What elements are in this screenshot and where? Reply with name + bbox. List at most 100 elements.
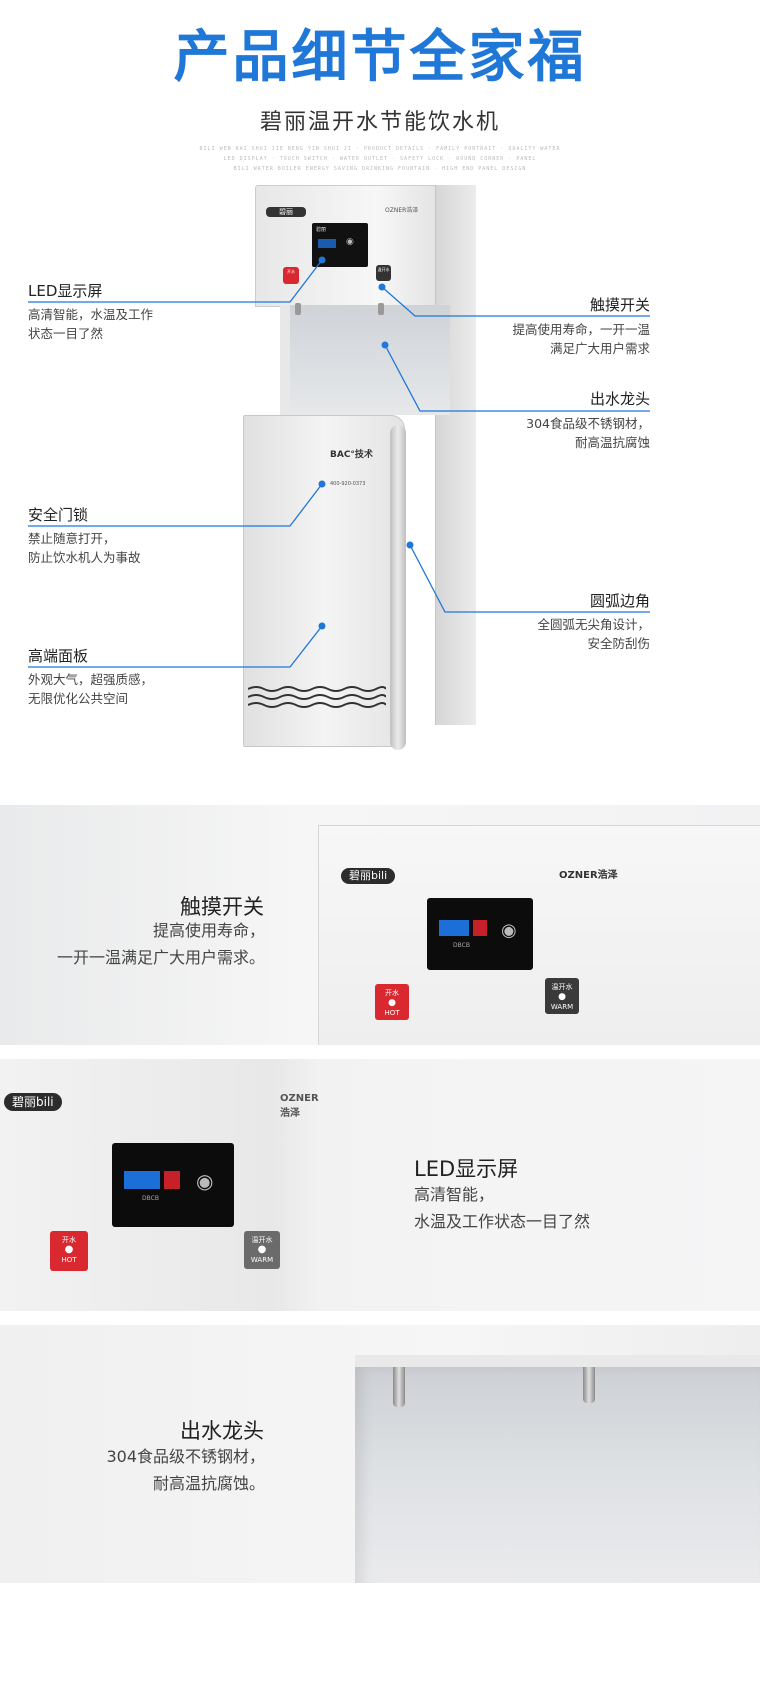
detail-outlet-desc: 304食品级不锈钢材， 耐高温抗腐蚀。	[40, 1443, 265, 1497]
display-code: DBCB	[453, 942, 470, 949]
fine-print-line: BILI WATER BOILER ENERGY SAVING DRINKING…	[233, 166, 527, 172]
page-subtitle: 碧丽温开水节能饮水机	[259, 110, 500, 135]
detail-led-desc: 高清智能， 水温及工作状态一目了然	[414, 1181, 590, 1235]
callout-corner-desc: 全圆弧无尖角设计， 安全防刮伤	[450, 615, 650, 653]
callout-corner-desc-line: 全圆弧无尖角设计，	[537, 617, 650, 632]
water-alcove	[280, 305, 450, 415]
callout-lock-desc-line: 禁止随意打开，	[28, 531, 116, 546]
warm-label: 温开水	[377, 267, 390, 272]
closeup-ozner: OZNER浩泽	[280, 1093, 319, 1119]
detail-touch-desc: 提高使用寿命， 一开一温满足广大用户需求。	[40, 917, 265, 971]
callout-led-desc-line: 高清智能，水温及工作	[28, 307, 154, 322]
drop-icon: ●	[388, 998, 396, 1008]
hot-water-button[interactable]: 开水 ● HOT	[375, 984, 409, 1020]
callout-outlet-desc-line: 304食品级不锈钢材，	[526, 416, 650, 431]
callout-outlet-desc: 304食品级不锈钢材， 耐高温抗腐蚀	[450, 414, 650, 452]
warm-label: 温开水	[251, 1236, 273, 1244]
callout-panel-desc: 外观大气，超强质感， 无限优化公共空间	[28, 670, 153, 708]
display-digits	[439, 920, 469, 936]
drop-icon: ●	[64, 1244, 74, 1255]
callout-lock-desc-line: 防止饮水机人为事故	[28, 550, 141, 565]
panel-divider	[0, 1045, 760, 1059]
faucet-left	[393, 1367, 405, 1407]
display-code: DBCB	[142, 1195, 159, 1202]
callout-outlet-title: 出水龙头	[589, 390, 650, 408]
nfc-icon: ◉	[501, 920, 517, 941]
warm-en: WARM	[550, 1003, 574, 1011]
detail-outlet-desc-line: 耐高温抗腐蚀。	[152, 1474, 265, 1493]
side-panel	[435, 185, 476, 725]
detail-led-desc-line: 高清智能，	[414, 1185, 495, 1204]
callout-touch-desc-line: 满足广大用户需求	[549, 341, 650, 356]
detail-outlet-title: 出水龙头	[180, 1419, 264, 1443]
callout-corner-desc-line: 安全防刮伤	[587, 636, 650, 651]
bac-label: BAC°技术	[330, 450, 373, 460]
hot-label: 开水	[287, 269, 295, 274]
callout-led-desc: 高清智能，水温及工作 状态一目了然	[28, 305, 153, 343]
faucet-right	[378, 303, 384, 315]
fine-print-line: LED DISPLAY · TOUCH SWITCH · WATER OUTLE…	[223, 156, 537, 162]
hot-en: HOT	[61, 1256, 77, 1264]
water-dispenser-illustration: 碧丽 OZNER浩泽 碧丽 ◉ 开水 温开水 BAC°技术 400-920-03…	[240, 185, 480, 755]
callout-panel-desc-line: 无限优化公共空间	[28, 691, 129, 706]
callout-touch-desc: 提高使用寿命，一开一温 满足广大用户需求	[450, 320, 650, 358]
display-temp	[473, 920, 487, 936]
callout-touch-title: 触摸开关	[589, 296, 650, 314]
drop-icon: ●	[257, 1244, 267, 1255]
callout-touch-desc-line: 提高使用寿命，一开一温	[512, 322, 650, 337]
detail-panel-led-display: 碧丽bili OZNER浩泽 DBCB ◉ 开水 ● HOT 温开水 ● WAR…	[0, 1059, 760, 1311]
machine-closeup: 碧丽bili OZNER浩泽 DBCB ◉ 开水 ● HOT 温开水 ● WAR…	[0, 1059, 320, 1311]
faucet-right	[583, 1367, 595, 1403]
cabinet-edge	[390, 425, 406, 750]
machine-closeup: 碧丽bili OZNER浩泽 DBCB ◉ 开水 ● HOT 温开水 ● WAR…	[318, 825, 760, 1045]
warm-water-button[interactable]: 温开水 ● WARM	[244, 1231, 280, 1269]
detail-panel-water-outlet: 出水龙头 304食品级不锈钢材， 耐高温抗腐蚀。	[0, 1325, 760, 1583]
warm-water-button[interactable]: 温开水	[376, 265, 391, 281]
display-temp	[164, 1171, 180, 1189]
display-digits	[318, 239, 336, 248]
callout-leader-lines	[28, 256, 650, 668]
nfc-icon: ◉	[196, 1169, 214, 1193]
callout-led-title: LED显示屏	[28, 282, 103, 300]
hot-label: 开水	[385, 989, 399, 997]
brand-badge: 碧丽	[266, 207, 306, 217]
detail-touch-desc-line: 提高使用寿命，	[152, 921, 265, 940]
faucet-left	[295, 303, 301, 315]
closeup-display: DBCB ◉	[112, 1143, 234, 1227]
display-logo: 碧丽	[316, 227, 327, 233]
detail-touch-desc-line: 一开一温满足广大用户需求。	[56, 948, 265, 967]
fine-print-line: BILI WEN KAI SHUI JIE NENG YIN SHUI JI ·…	[199, 146, 561, 152]
nfc-icon: ◉	[346, 237, 354, 247]
wave-decoration	[247, 685, 387, 711]
closeup-ozner: OZNER浩泽	[559, 870, 618, 881]
closeup-display: DBCB ◉	[427, 898, 533, 970]
display-digits	[124, 1171, 160, 1189]
drop-icon: ●	[558, 992, 566, 1002]
detail-panel-touch-switch: 触摸开关 提高使用寿命， 一开一温满足广大用户需求。 碧丽bili OZNER浩…	[0, 805, 760, 1045]
hot-en: HOT	[384, 1009, 400, 1017]
hot-water-button[interactable]: 开水	[283, 267, 299, 284]
detail-outlet-desc-line: 304食品级不锈钢材，	[106, 1447, 265, 1466]
callout-outlet-desc-line: 耐高温抗腐蚀	[574, 435, 650, 450]
detail-touch-title: 触摸开关	[180, 895, 264, 919]
callout-lock-title: 安全门锁	[28, 506, 89, 524]
callout-lock-desc: 禁止随意打开， 防止饮水机人为事故	[28, 529, 141, 567]
warm-en: WARM	[250, 1256, 274, 1264]
callout-panel-desc-line: 外观大气，超强质感，	[28, 672, 154, 687]
hotline-label: 400-920-0373	[330, 481, 366, 487]
callout-corner-title: 圆弧边角	[589, 592, 650, 610]
detail-led-desc-line: 水温及工作状态一目了然	[414, 1212, 591, 1231]
panel-divider	[0, 1311, 760, 1325]
hot-label: 开水	[62, 1236, 76, 1244]
warm-water-button[interactable]: 温开水 ● WARM	[545, 978, 579, 1014]
closeup-brand: 碧丽bili	[341, 868, 396, 884]
closeup-brand: 碧丽bili	[4, 1093, 62, 1111]
outlet-alcove	[355, 1355, 760, 1583]
detail-led-title: LED显示屏	[414, 1157, 519, 1181]
callout-led-desc-line: 状态一目了然	[28, 326, 104, 341]
ozner-label: OZNER浩泽	[385, 207, 419, 214]
warm-label: 温开水	[551, 983, 573, 991]
hot-water-button[interactable]: 开水 ● HOT	[50, 1231, 88, 1271]
callout-panel-title: 高端面板	[28, 647, 89, 665]
page-title: 产品细节全家福	[173, 25, 587, 90]
